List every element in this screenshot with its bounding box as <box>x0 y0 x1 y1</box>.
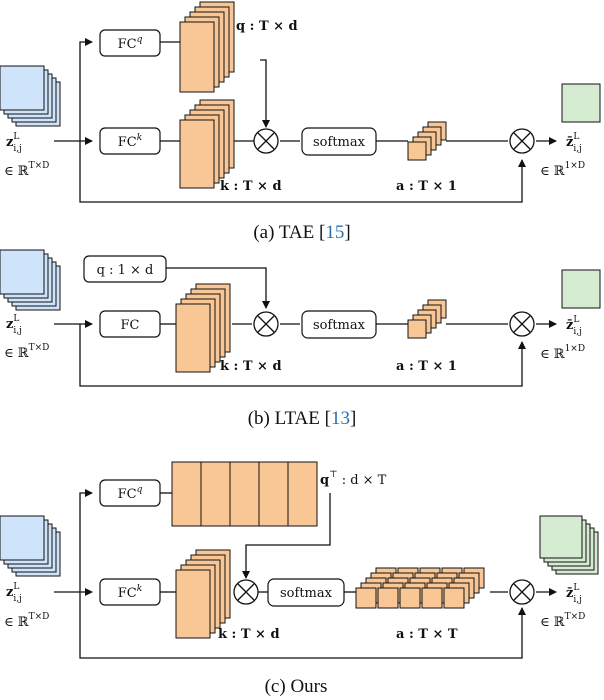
panel-b-k-stack <box>175 283 231 373</box>
panel-b-input-stack <box>0 249 61 311</box>
panel-a-softmax-label: softmax <box>313 135 366 150</box>
panel-c-softmax-box <box>267 578 345 607</box>
panel-c-fc-k-box <box>99 578 161 606</box>
panel-b-softmax-box <box>301 310 377 339</box>
panel-c-fc-q-box <box>99 479 161 507</box>
panel-c-multiply-icon <box>233 579 259 605</box>
panel-b-multiply-icon <box>253 311 279 337</box>
panel-a-q-stack <box>179 1 235 93</box>
panel-a-output-square <box>561 83 601 123</box>
panel-a-fc-q-label: FCq <box>118 35 143 52</box>
panel-b-fc-box <box>99 310 161 338</box>
panel-c-caption: (c) Ours <box>265 676 328 697</box>
panel-c-qt-label: q⊤ : d × T <box>320 470 387 488</box>
panel-b-k-label: k : T × d <box>220 359 282 374</box>
panel-b-output-dim: ∈ ℝ1×D <box>540 344 585 362</box>
panel-c-softmax-label: softmax <box>280 586 333 601</box>
panel-b-input-dim: ∈ ℝT×D <box>4 343 49 361</box>
panel-a-k-stack <box>179 99 235 189</box>
panel-c-output-stack <box>539 515 599 575</box>
panel-c-a-label: a : T × T <box>396 627 458 642</box>
panel-c-k-label: k : T × d <box>218 627 280 642</box>
panel-a-fc-k-box <box>99 127 161 155</box>
panel-b-a-label: a : T × 1 <box>396 359 457 374</box>
panel-a-softmax-box <box>301 127 377 156</box>
panel-c-fc-k-label: FCk <box>118 584 142 601</box>
panel-a-fc-k-label: FCk <box>118 133 142 150</box>
panel-b-a-stack <box>407 299 447 339</box>
panel-a-caption: (a) TAE [15] <box>253 222 350 243</box>
panel-c-fc-q-label: FCq <box>118 485 143 502</box>
panel-b-q-param-label: q : 1 × d <box>97 263 154 278</box>
panel-b-output-multiply-icon <box>509 311 535 337</box>
panel-a-multiply-icon <box>253 128 279 154</box>
panel-c-input-dim: ∈ ℝT×D <box>4 612 49 630</box>
panel-a-fc-q-box <box>99 29 161 57</box>
panel-c-k-stack <box>175 549 231 639</box>
panel-c-a-matrix <box>355 567 485 609</box>
panel-a-a-label: a : T × 1 <box>396 179 457 194</box>
panel-c-output-dim: ∈ ℝT×D <box>540 612 585 630</box>
panel-a-a-stack <box>407 121 447 161</box>
panel-a-q-label: q : T × d <box>236 19 298 34</box>
panel-c-input-stack <box>0 515 61 577</box>
panel-c-qt-row <box>171 461 318 527</box>
panel-a-output-dim: ∈ ℝ1×D <box>540 161 585 179</box>
panel-c-output-multiply-icon <box>509 579 535 605</box>
panel-b-caption: (b) LTAE [13] <box>248 408 357 429</box>
panel-b-fc-label: FC <box>121 318 140 333</box>
panel-a-input-stack <box>0 65 61 127</box>
panel-a-output-multiply-icon <box>509 128 535 154</box>
panel-b-softmax-label: softmax <box>313 318 366 333</box>
panel-b-output-square <box>561 269 601 309</box>
panel-a-input-dim: ∈ ℝT×D <box>4 161 49 179</box>
panel-a-k-label: k : T × d <box>220 179 282 194</box>
panel-b-q-param-box <box>83 255 167 283</box>
